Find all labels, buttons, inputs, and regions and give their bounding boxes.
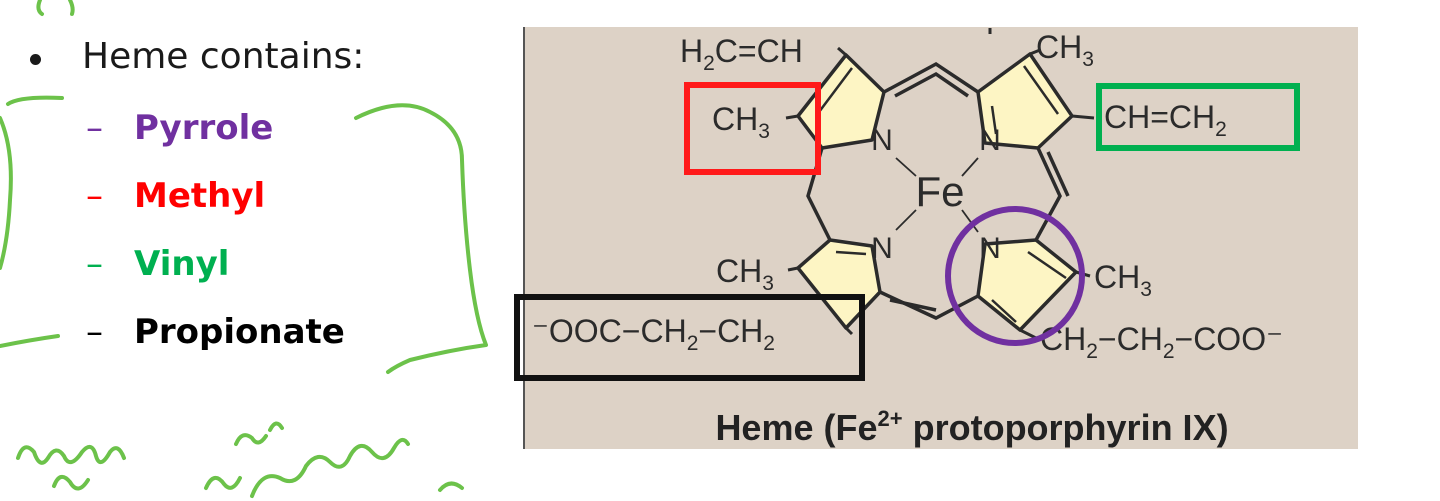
bullet-heading-text: Heme contains: <box>82 36 365 77</box>
ink-top-left <box>36 0 75 16</box>
pyrrole-highlight-circle <box>945 206 1085 346</box>
ink-left-bracket <box>0 95 64 270</box>
list-item-label: Pyrrole <box>134 108 274 148</box>
vinyl-left-label: H2C=CH <box>680 33 803 75</box>
heme-figure: N N N N Fe H2C=CH CH3 CH3 CH=CH2 CH3 CH3… <box>523 27 1358 449</box>
list-item-pyrrole: –Pyrrole <box>86 108 273 148</box>
methyl-top-right-label: CH3 <box>1036 29 1094 71</box>
list-item-label: Methyl <box>134 176 266 216</box>
handwritten-annotations <box>0 0 488 498</box>
nitrogen-top-left: N <box>871 124 893 157</box>
nitrogen-top-right: N <box>979 124 1001 157</box>
methyl-bottom-right-label: CH3 <box>1094 259 1152 301</box>
substituent-bonds <box>785 28 1095 342</box>
vinyl-right-label: CH=CH2 <box>1104 99 1227 141</box>
propionate-left-label: ⁻OOC−CH2−CH2 <box>532 313 775 355</box>
iron-atom-label: Fe <box>915 168 964 215</box>
bullet-dot-icon <box>30 54 41 65</box>
propionate-right-label: CH2−CH2−COO⁻ <box>1040 321 1283 363</box>
nitrogen-bottom-left: N <box>871 232 893 265</box>
fe-n-bonds <box>895 157 979 233</box>
meso-bridges <box>806 61 1070 320</box>
list-dash: – <box>86 244 103 284</box>
nitrogen-bottom-right: N <box>979 232 1001 265</box>
ring-double-bonds <box>815 65 1067 323</box>
list-item-propionate: –Propionate <box>86 312 345 352</box>
list-dash: – <box>86 108 103 148</box>
pyrrole-ring-bottom-right <box>976 238 1078 332</box>
propionate-highlight-box <box>514 294 865 381</box>
list-item-vinyl: –Vinyl <box>86 244 229 284</box>
figure-background <box>525 27 1358 449</box>
vinyl-highlight-box <box>1096 83 1300 151</box>
ink-scribble-mid <box>204 421 284 490</box>
ink-scribble-right <box>250 437 464 498</box>
methyl-top-left-label: CH3 <box>712 101 770 143</box>
methyl-highlight-box <box>684 82 821 175</box>
highlight-annotations <box>514 82 1300 381</box>
methyl-bottom-left-label: CH3 <box>716 253 774 295</box>
list-item-label: Vinyl <box>134 244 230 284</box>
list-dash: – <box>86 312 103 352</box>
list-dash: – <box>86 176 103 216</box>
ink-scribble-notes <box>16 444 126 491</box>
list-item-methyl: –Methyl <box>86 176 265 216</box>
ink-bottom-left <box>0 334 60 348</box>
figure-caption: Heme (Fe2+ protoporphyrin IX) <box>715 406 1228 448</box>
ink-right-brace <box>354 103 488 374</box>
list-item-label: Propionate <box>134 312 345 352</box>
pyrrole-ring-top-right <box>976 52 1074 150</box>
